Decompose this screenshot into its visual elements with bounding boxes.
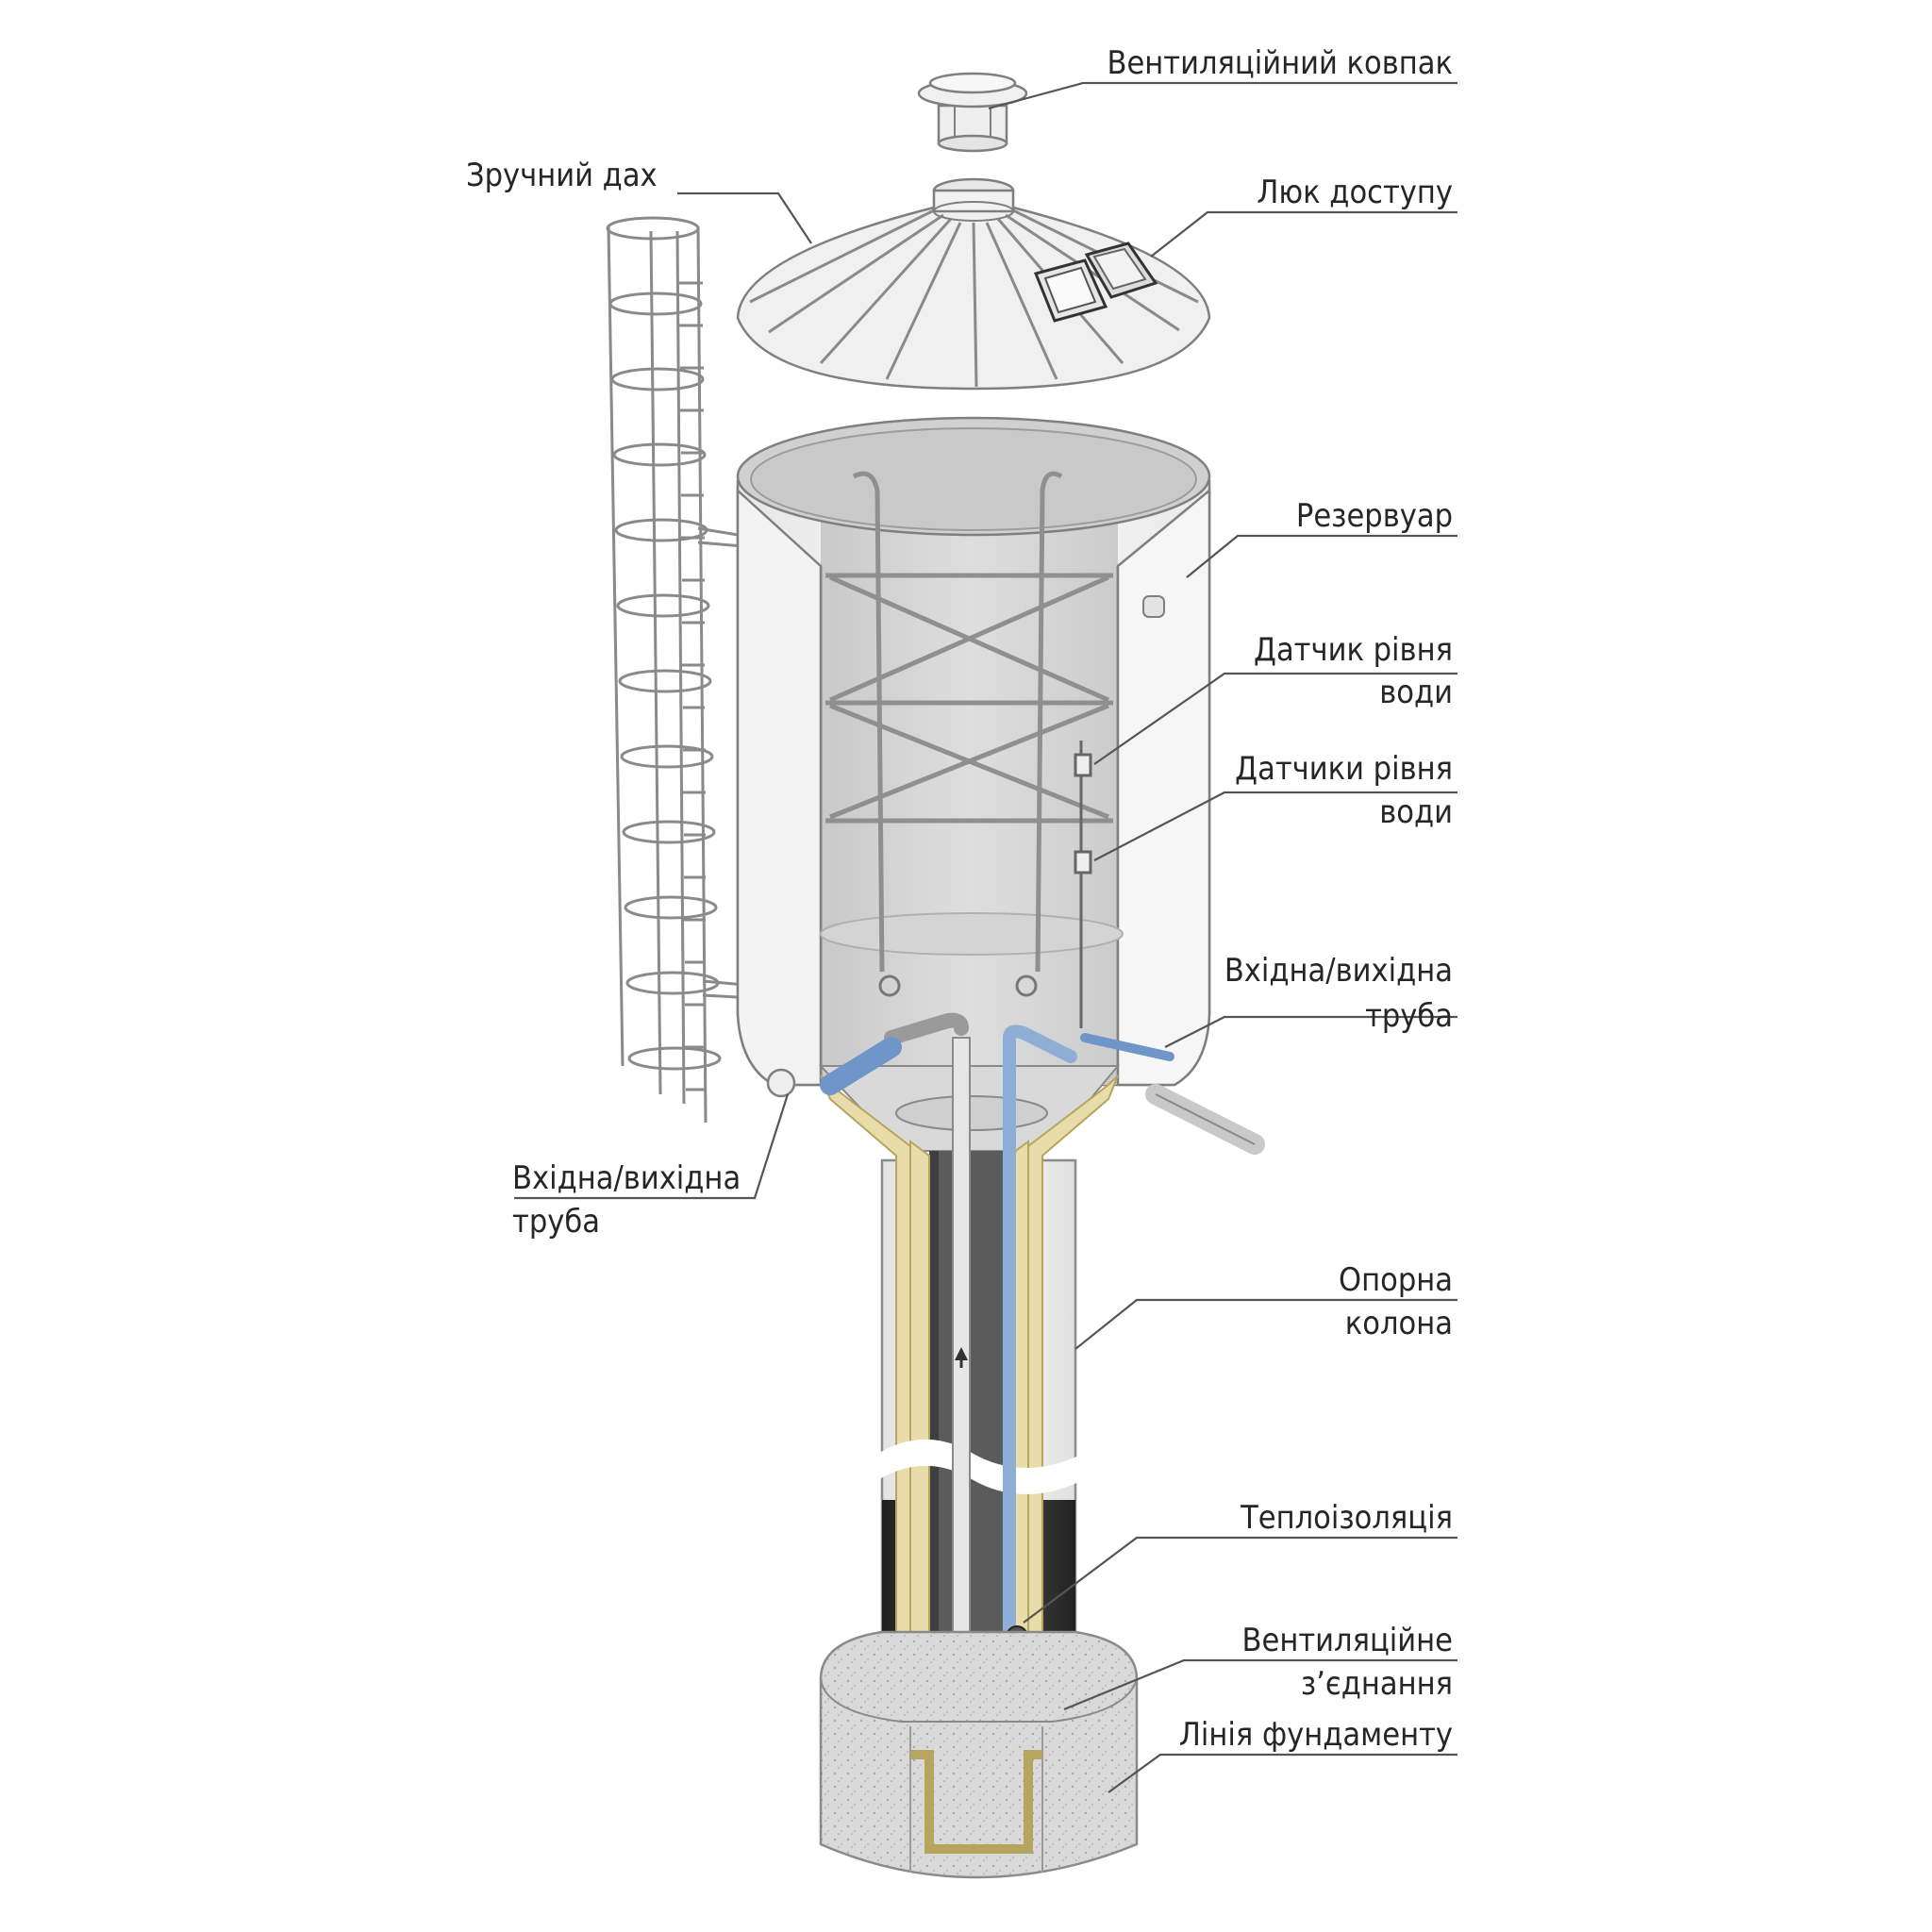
label-tank: Резервуар <box>1296 497 1453 535</box>
label-level-sensors-line1: Датчики рівня <box>1235 750 1453 788</box>
labels: Вентиляційний ковпак Зручний дах Люк дос… <box>466 44 1453 1754</box>
inlet-fitting-icon <box>766 1068 796 1098</box>
level-sensor-icon <box>1074 741 1092 1028</box>
foundation-block-icon <box>819 1630 1139 1879</box>
label-level-sensors-line2: води <box>1379 793 1453 831</box>
label-foundation: Лінія фундаменту <box>1179 1716 1453 1754</box>
label-inout-right-line2: труба <box>1365 997 1453 1035</box>
access-hatch-icon <box>1033 242 1158 323</box>
label-level-sensor-line1: Датчик рівня <box>1254 631 1453 669</box>
label-inout-right-line1: Вхідна/вихідна <box>1224 952 1453 990</box>
label-column-line2: колона <box>1345 1305 1453 1342</box>
label-insulation: Теплоізоляція <box>1240 1499 1453 1537</box>
label-inout-left-line1: Вхідна/вихідна <box>512 1159 741 1197</box>
label-inout-left-line2: труба <box>512 1203 600 1241</box>
label-column-line1: Опорна <box>1339 1261 1453 1299</box>
outlet-pipe-icon <box>1145 1084 1265 1155</box>
label-vent-cap: Вентиляційний ковпак <box>1107 44 1453 82</box>
label-vent-connection-line2: з’єднання <box>1301 1665 1453 1703</box>
vent-cap-icon <box>917 72 1028 153</box>
label-access-hatch: Люк доступу <box>1257 174 1453 211</box>
label-level-sensor-line2: води <box>1379 674 1453 711</box>
leader-lines <box>514 81 1457 1793</box>
caged-ladder-icon <box>606 216 756 1124</box>
label-roof: Зручний дах <box>466 157 658 194</box>
tank-cylinder-icon <box>736 416 1211 1087</box>
label-vent-connection-line1: Вентиляційне <box>1242 1622 1453 1659</box>
